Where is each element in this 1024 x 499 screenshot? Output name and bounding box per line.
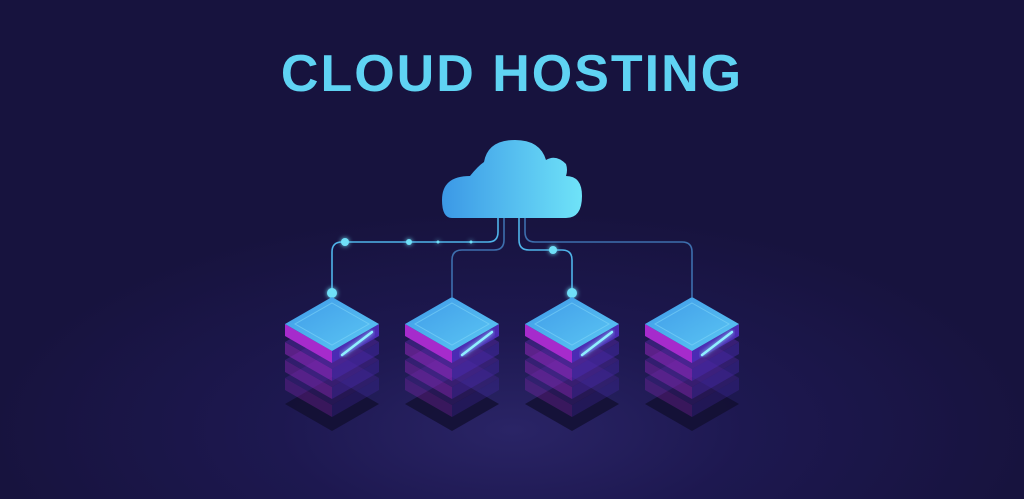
server-icon <box>645 297 739 431</box>
server-shadow <box>405 377 499 431</box>
server-layer <box>405 351 499 417</box>
connection-line <box>518 218 573 292</box>
server-stacks <box>285 297 739 431</box>
server-led-strip <box>700 330 734 357</box>
server-shadow <box>285 377 379 431</box>
server-icon <box>405 297 499 431</box>
server-led-strip <box>340 330 374 357</box>
server-layer <box>525 351 619 417</box>
server-top-panel <box>533 302 611 346</box>
server-layer <box>285 351 379 417</box>
server-icon <box>285 297 379 431</box>
connection-line <box>524 218 693 297</box>
page-title: CLOUD HOSTING <box>280 45 744 103</box>
cloud-icon <box>442 140 582 218</box>
server-shadow <box>525 377 619 431</box>
node-dot <box>567 288 577 298</box>
server-layer <box>525 297 619 363</box>
node-dot <box>549 246 557 254</box>
node-dot <box>436 240 440 244</box>
connection-line <box>331 218 499 292</box>
server-layer <box>645 297 739 363</box>
server-led-strip <box>460 330 494 357</box>
connection-lines <box>331 218 693 297</box>
server-led-strip <box>580 330 614 357</box>
node-dot <box>327 288 337 298</box>
node-dot <box>341 238 349 246</box>
server-top-panel <box>293 302 371 346</box>
connection-line <box>451 218 505 297</box>
server-layer <box>405 297 499 363</box>
node-dot <box>469 240 473 244</box>
connection-nodes <box>327 238 577 298</box>
server-shadow <box>645 377 739 431</box>
server-layer <box>645 351 739 417</box>
server-top-panel <box>653 302 731 346</box>
server-top-panel <box>413 302 491 346</box>
server-icon <box>525 297 619 431</box>
server-layer <box>285 297 379 363</box>
node-dot <box>406 239 412 245</box>
